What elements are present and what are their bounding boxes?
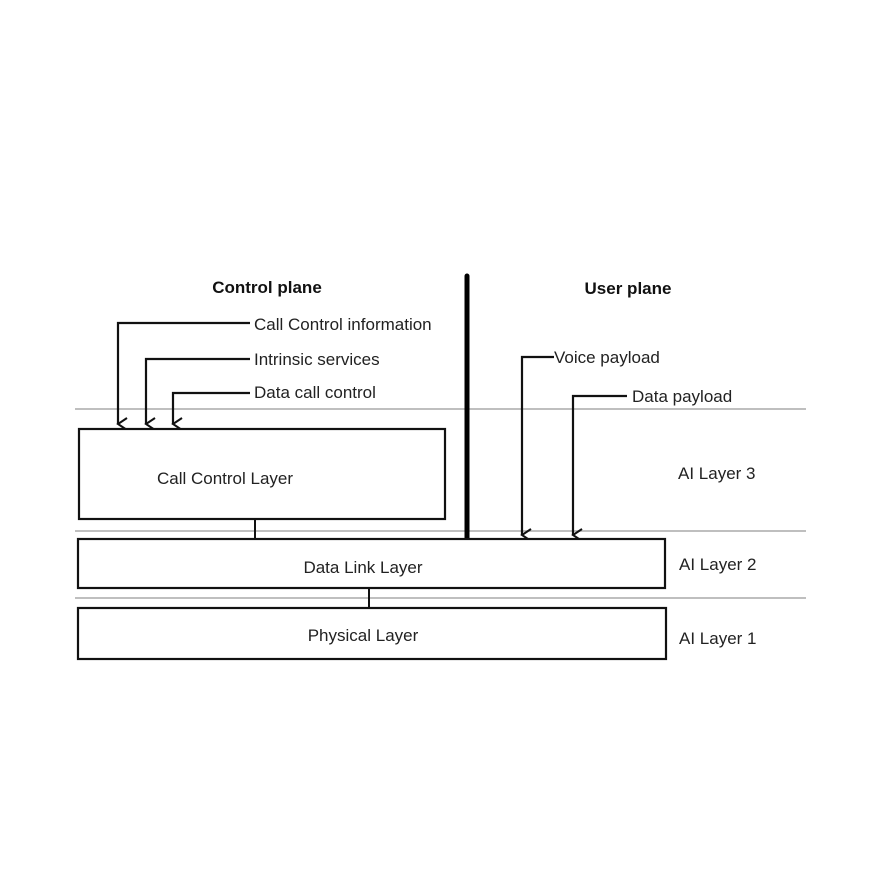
ai-layer-2-label: AI Layer 2 [679,555,757,574]
ai-layer-1-label: AI Layer 1 [679,629,757,648]
call-control-layer-box [77,427,447,521]
physical-layer-box [76,606,668,661]
data-link-layer-box [76,537,667,590]
intrinsic-services-label: Intrinsic services [254,350,380,369]
data-call-control-label: Data call control [254,383,376,402]
ai-layer-3-label: AI Layer 3 [678,464,756,483]
intrinsic-services-arrow [144,357,250,431]
data-payload-label: Data payload [632,387,732,406]
call-control-information-arrow [116,321,250,431]
voice-payload-arrow [520,355,554,542]
call-control-layer-label: Call Control Layer [157,469,293,488]
call-control-information-label: Call Control information [254,315,432,334]
control-plane-title: Control plane [212,278,322,297]
user-plane-title: User plane [585,279,672,298]
physical-layer-label: Physical Layer [308,626,419,645]
data-call-control-arrow [171,391,250,431]
voice-payload-label: Voice payload [554,348,660,367]
data-link-layer-label: Data Link Layer [303,558,422,577]
data-payload-arrow [571,394,627,542]
